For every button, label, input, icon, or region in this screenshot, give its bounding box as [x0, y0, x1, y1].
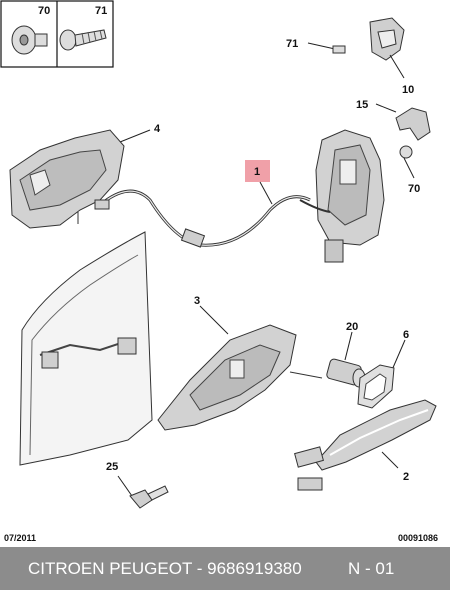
bolt-part: [399, 145, 415, 179]
clip-part: [375, 103, 431, 141]
callout-3: 3: [194, 295, 200, 307]
callout-2: 2: [403, 471, 409, 483]
cable-part: [94, 189, 311, 248]
caption-bar: CITROEN PEUGEOT - 9686919380 N - 01: [0, 547, 450, 590]
caption-code: N - 01: [348, 559, 395, 578]
inset-label-71: 71: [95, 5, 107, 17]
inner-handle-assembly: [9, 129, 151, 229]
key-part: [117, 475, 169, 509]
footer-ref: 00091086: [398, 533, 438, 543]
highlight-callout-1: 1: [245, 160, 273, 205]
callout-4: 4: [154, 123, 161, 135]
fastener-inset: 70 71: [0, 0, 114, 68]
callout-6: 6: [403, 329, 409, 341]
striker-assembly: [307, 17, 405, 79]
callout-15: 15: [356, 99, 368, 111]
callout-70: 70: [408, 183, 420, 195]
lock-cylinder: [326, 331, 366, 388]
callout-10: 10: [402, 84, 414, 96]
callout-1: 1: [254, 166, 260, 178]
callout-71: 71: [286, 38, 298, 50]
footer-date: 07/2011: [4, 533, 36, 543]
door-outline: [19, 231, 153, 466]
callout-25: 25: [106, 461, 118, 473]
inset-label-70: 70: [38, 5, 50, 17]
caption-text: CITROEN PEUGEOT - 9686919380: [28, 559, 302, 578]
handle-gasket: [357, 339, 406, 409]
door-lock-mechanism: [299, 129, 385, 263]
handle-bracket-assembly: [157, 305, 323, 431]
threaded-screw-icon: [59, 29, 107, 51]
flat-screw-icon: [11, 25, 48, 55]
exterior-handle: [294, 399, 437, 491]
callout-20: 20: [346, 321, 358, 333]
